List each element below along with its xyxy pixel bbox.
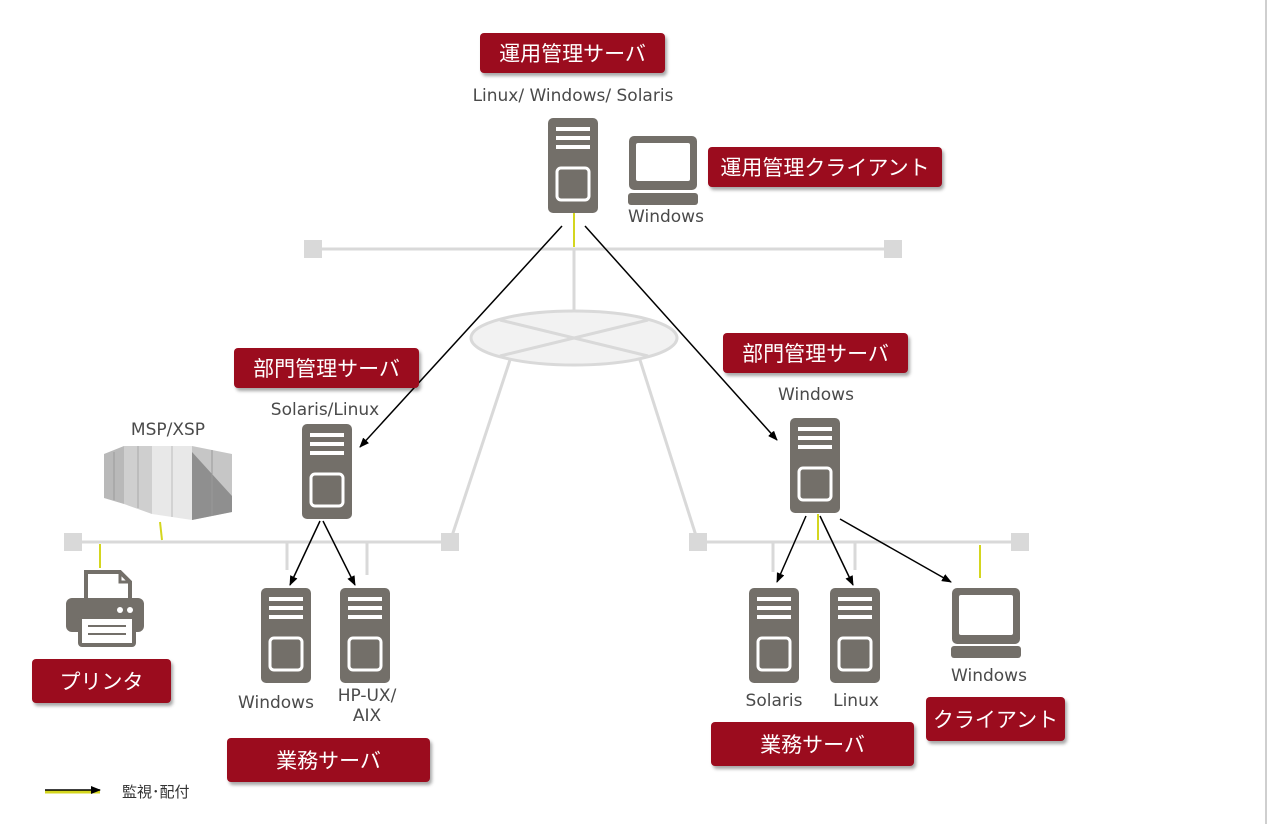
client-os-text: Windows (951, 666, 1027, 686)
arrow (839, 518, 952, 583)
printer-icon (66, 570, 144, 647)
legend-text: 監視･配付 (122, 783, 190, 801)
dept-server-left-icon (302, 424, 352, 519)
ops-server-os-text: Linux/ Windows/ Solaris (472, 86, 674, 106)
network-hub-icon (469, 309, 679, 367)
hub-to-right-line (638, 359, 700, 543)
biz-left-1-os-text: Windows (238, 693, 314, 713)
network-lines (72, 247, 1020, 575)
line-terminator (884, 240, 902, 258)
client-label: クライアント (926, 697, 1065, 741)
line-terminator (64, 533, 82, 551)
biz-server-hpux-icon (340, 588, 390, 683)
network-terminators (64, 240, 1029, 551)
line-terminator (441, 533, 459, 551)
biz-left-2-os-text: HP-UX/ AIX (337, 686, 397, 726)
biz-right-2-os-text: Linux (833, 691, 879, 711)
dept-server-right-icon (790, 418, 840, 513)
arrow (819, 515, 854, 586)
line-terminator (304, 240, 322, 258)
hub-to-left-line (448, 359, 512, 543)
biz-server-left-label: 業務サーバ (227, 738, 430, 782)
biz-server-right-label: 業務サーバ (711, 722, 914, 766)
dept-right-os-text: Windows (778, 385, 854, 405)
connector (159, 521, 163, 541)
dept-left-os-text: Solaris/Linux (270, 400, 380, 420)
ops-client-os-text: Windows (628, 207, 704, 227)
dept-server-right-label: 部門管理サーバ (723, 333, 908, 373)
arrow (289, 520, 321, 586)
printer-label: プリンタ (32, 659, 171, 703)
mainframe-os-text: MSP/XSP (130, 420, 206, 440)
arrow (322, 520, 356, 586)
dept-server-left-label: 部門管理サーバ (234, 348, 419, 388)
line-terminator (689, 533, 707, 551)
arrow (584, 225, 778, 441)
monitoring-arrows (289, 225, 952, 586)
connectors (99, 213, 981, 578)
ops-server-label: 運用管理サーバ (480, 33, 665, 73)
mainframe-icon (104, 446, 232, 520)
ops-client-label: 運用管理クライアント (708, 147, 942, 187)
ops-client-monitor-icon (628, 136, 698, 205)
ops-server-icon (548, 118, 598, 213)
arrow (776, 515, 807, 583)
biz-server-linux-icon (830, 588, 880, 683)
arrow (359, 225, 563, 448)
biz-server-solaris-icon (749, 588, 799, 683)
right-edge-border (1265, 0, 1267, 824)
legend-arrow-icon (45, 786, 101, 794)
client-monitor-icon (951, 588, 1021, 658)
biz-right-1-os-text: Solaris (745, 691, 803, 711)
biz-server-windows-icon (261, 588, 311, 683)
line-terminator (1011, 533, 1029, 551)
